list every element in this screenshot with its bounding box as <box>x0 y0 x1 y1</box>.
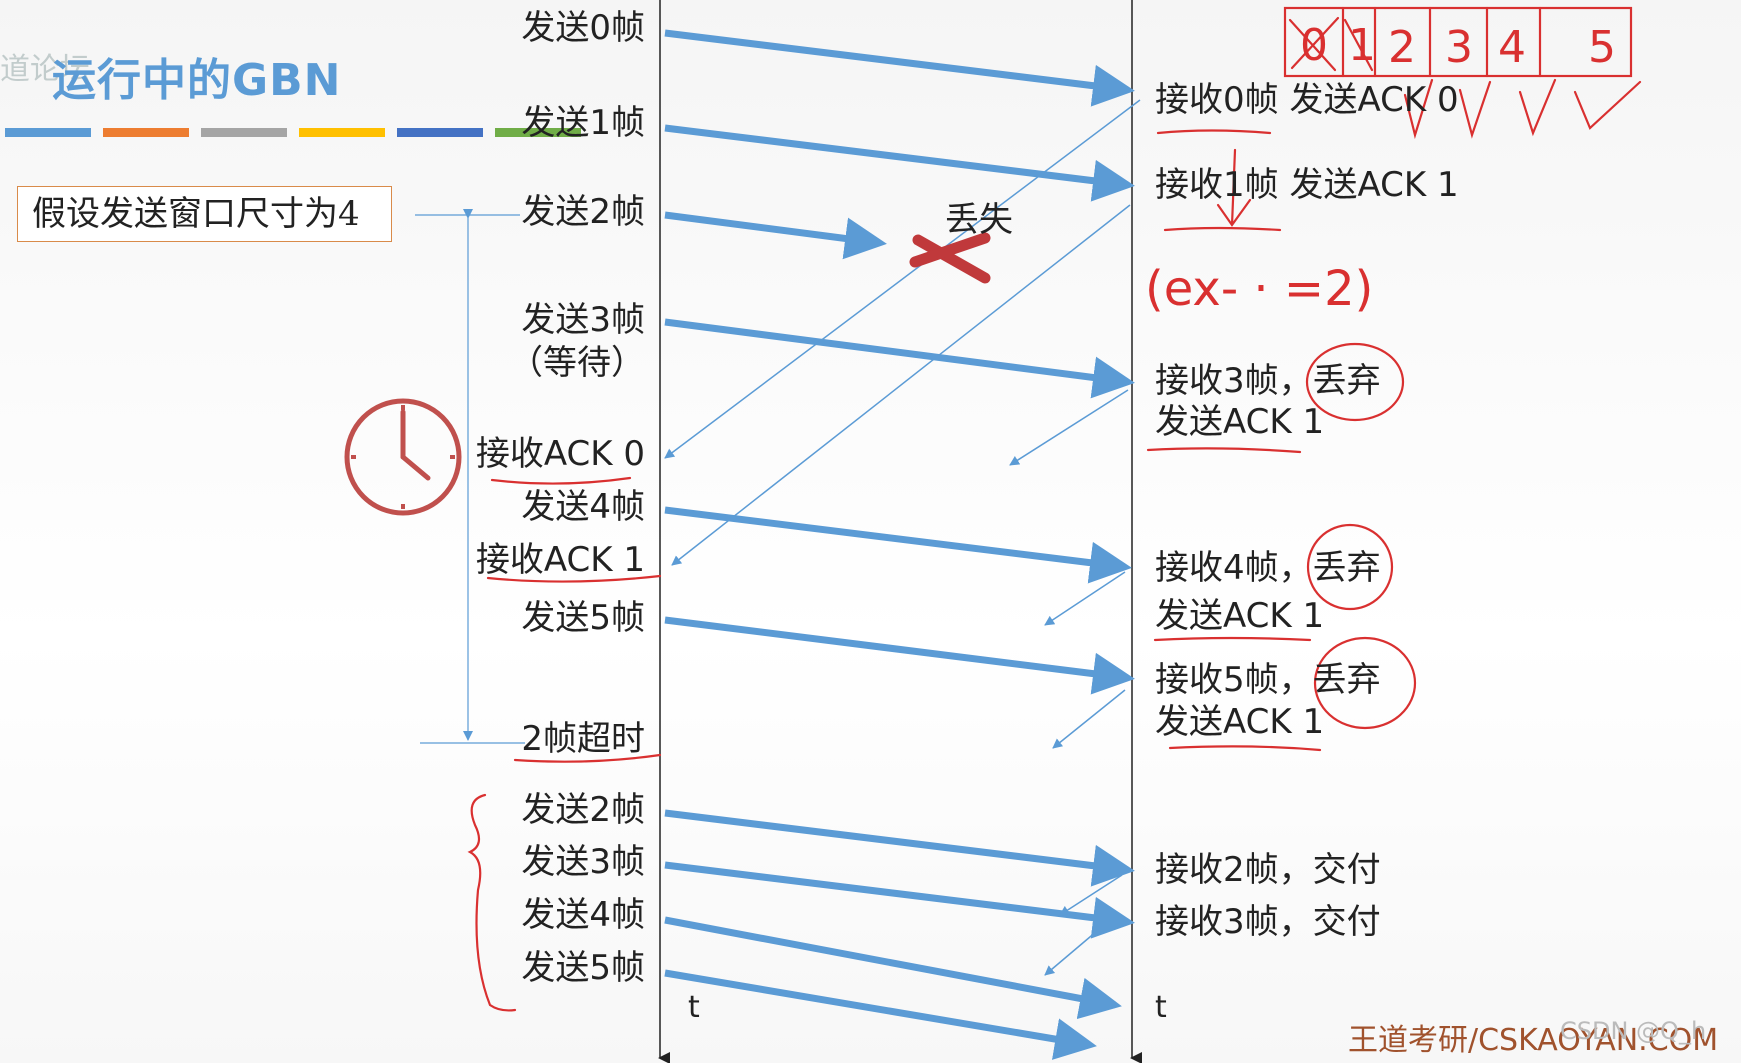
frame-arrow-2-lost <box>664 211 887 260</box>
sender-label-timeout: 2帧超时 <box>521 719 645 759</box>
receiver-label-4b: 发送ACK 1 <box>1155 596 1325 636</box>
sender-label-recv-ack0: 接收ACK 0 <box>475 434 645 474</box>
sender-label-send4: 发送4帧 <box>521 487 645 527</box>
brand-footer: 王道考研/CSKAOYAN.COM <box>1348 1023 1719 1058</box>
sender-label-send2: 发送2帧 <box>521 192 645 232</box>
receiver-label-3-deliver: 接收3帧，交付 <box>1155 902 1381 942</box>
sender-time-label: t <box>688 990 700 1025</box>
sender-label-wait: （等待） <box>509 343 645 383</box>
handwritten-annotations: (ex- · =2) 0 1 2 3 4 5 <box>467 6 1642 1012</box>
frame-arrow-resend-2 <box>664 809 1135 887</box>
receiver-time-label: t <box>1155 990 1167 1025</box>
sender-label-recv-ack1: 接收ACK 1 <box>475 540 645 580</box>
color-stripe <box>5 128 91 137</box>
ack-arrow-resend-2 <box>1059 874 1123 916</box>
frame-arrow-resend-4 <box>664 916 1122 1020</box>
svg-text:0: 0 <box>1300 20 1328 71</box>
receiver-label-2-deliver: 接收2帧，交付 <box>1155 850 1381 890</box>
receiver-label-0: 接收0帧 发送ACK 0 <box>1155 80 1459 120</box>
ack-arrow-0 <box>664 99 1141 459</box>
window-size-assumption: 假设发送窗口尺寸为4 <box>17 186 392 242</box>
receiver-label-3b: 发送ACK 1 <box>1155 402 1325 442</box>
watermark: 道论坛 <box>0 52 90 87</box>
sender-label-resend4: 发送4帧 <box>521 895 645 935</box>
sender-label-send1: 发送1帧 <box>521 103 645 143</box>
ack-arrow-3 <box>1009 389 1129 466</box>
color-stripe <box>201 128 287 137</box>
receiver-label-1: 接收1帧 发送ACK 1 <box>1155 165 1459 205</box>
frame-arrow-resend-3 <box>664 861 1135 939</box>
frame-arrow-1 <box>664 124 1135 202</box>
receiver-label-5b: 发送ACK 1 <box>1155 702 1325 742</box>
color-stripe <box>495 128 581 137</box>
frame-arrow-resend-5 <box>664 969 1097 1060</box>
color-stripe <box>299 128 385 137</box>
clock-icon <box>344 398 462 516</box>
sender-label-send0: 发送0帧 <box>521 8 645 48</box>
ack-arrow-resend-3 <box>1044 919 1111 976</box>
receiver-label-4a: 接收4帧，丢弃 <box>1155 548 1381 588</box>
receiver-label-3a: 接收3帧，丢弃 <box>1155 361 1381 401</box>
ack-arrow-1 <box>671 204 1131 566</box>
frame-arrow-4 <box>664 506 1132 584</box>
sender-label-resend3: 发送3帧 <box>521 842 645 882</box>
handwritten-note: (ex- · =2) <box>1145 261 1373 317</box>
color-stripe <box>103 128 189 137</box>
receiver-label-5a: 接收5帧，丢弃 <box>1155 660 1381 700</box>
svg-text:4: 4 <box>1498 22 1526 73</box>
svg-text:3: 3 <box>1445 22 1473 73</box>
lost-cross-icon <box>909 232 991 284</box>
lost-label: 丢失 <box>945 200 1013 240</box>
svg-text:1: 1 <box>1348 20 1376 71</box>
svg-text:5: 5 <box>1588 22 1616 73</box>
frame-arrow-5 <box>664 616 1135 695</box>
color-stripe <box>397 128 483 137</box>
frame-arrow-0 <box>664 29 1135 107</box>
sender-label-send5: 发送5帧 <box>521 598 645 638</box>
sender-label-resend2: 发送2帧 <box>521 790 645 830</box>
sender-label-resend5: 发送5帧 <box>521 948 645 988</box>
csdn-watermark: CSDN @Q_h <box>1560 1017 1707 1045</box>
ack-arrow-4 <box>1044 571 1126 626</box>
ack-arrow-5 <box>1052 689 1126 749</box>
page-title: 运行中的GBN <box>52 55 342 106</box>
svg-text:2: 2 <box>1388 22 1416 73</box>
sender-label-send3: 发送3帧 <box>521 300 645 340</box>
frame-arrow-3 <box>664 318 1135 399</box>
